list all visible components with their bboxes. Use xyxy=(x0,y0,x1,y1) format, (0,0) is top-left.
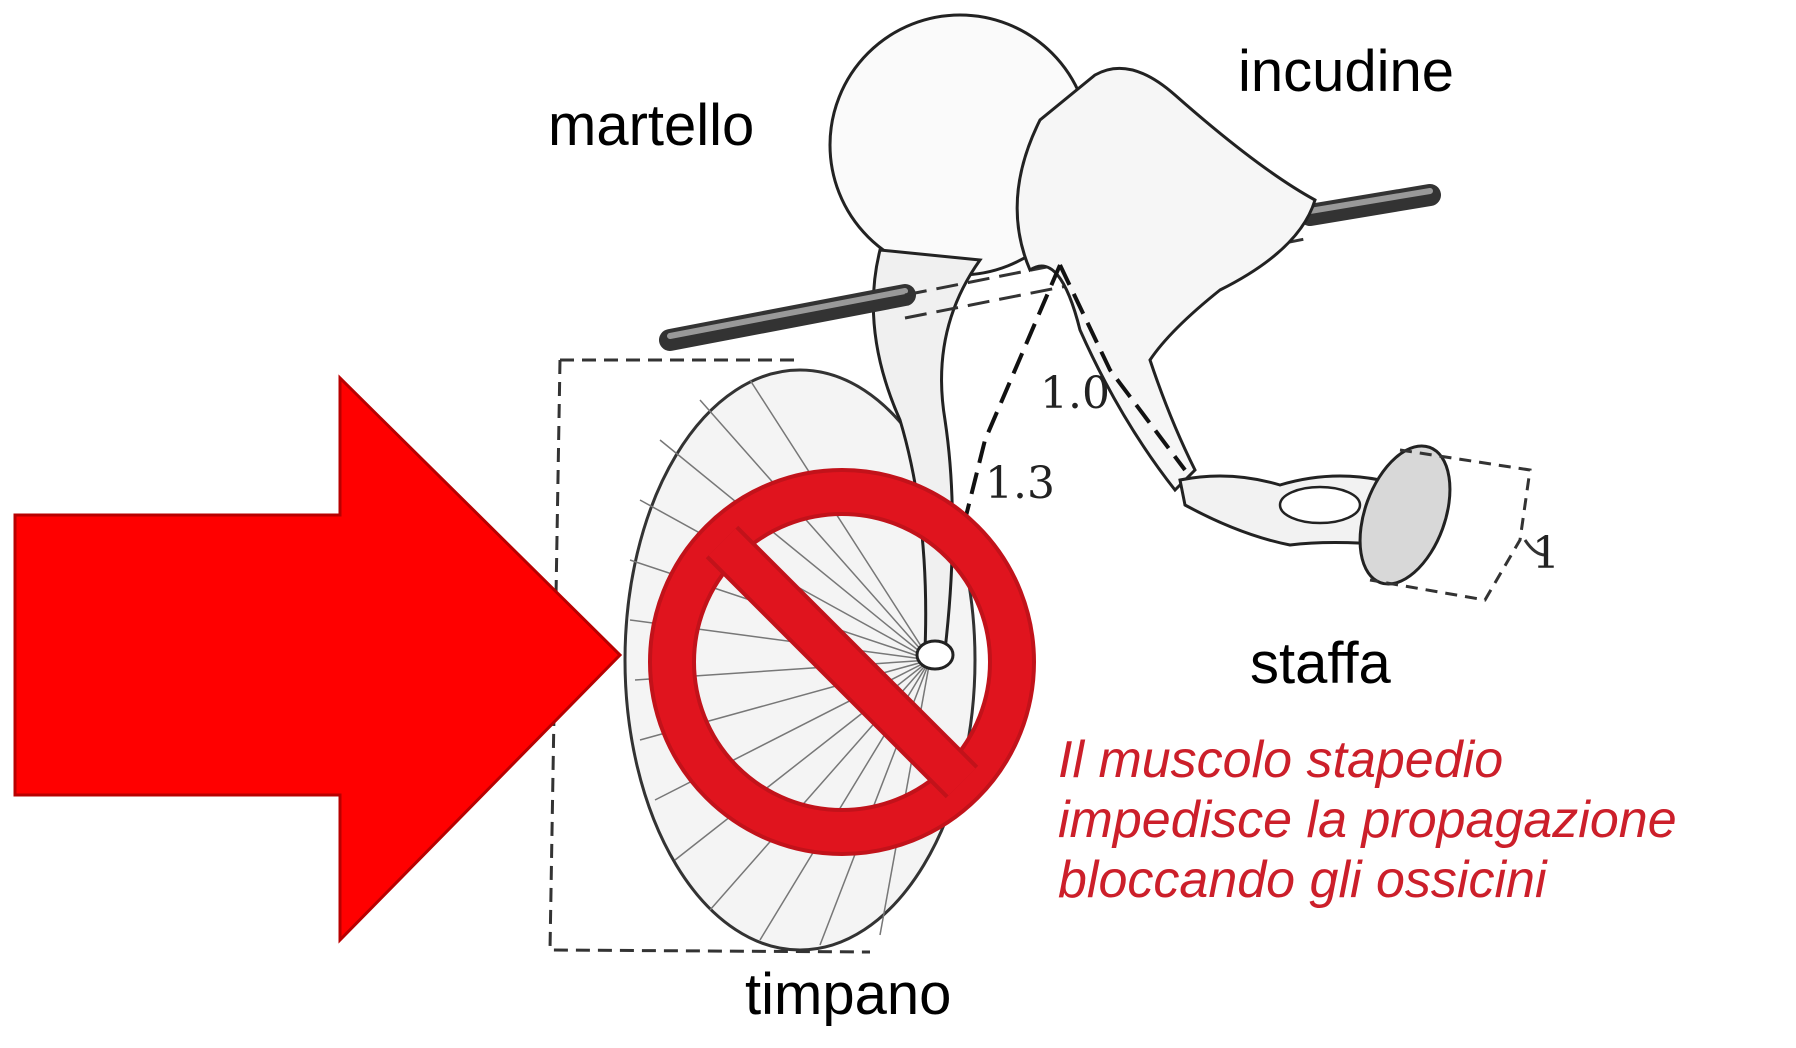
ratio-label-1-0: 1.0 xyxy=(1040,368,1110,419)
axis-rod-right xyxy=(1310,191,1430,215)
axis-rod-left xyxy=(670,291,905,340)
incus xyxy=(1017,68,1315,490)
ratio-label-1-3: 1.3 xyxy=(985,458,1055,509)
label-staffa: staffa xyxy=(1250,635,1391,693)
ratio-label-1: 1 xyxy=(1532,528,1560,579)
caption-line-2: impedisce la propagazione xyxy=(1058,790,1677,850)
right-arrow-icon xyxy=(15,378,620,940)
caption-text: Il muscolo stapedio impedisce la propaga… xyxy=(1058,730,1677,910)
caption-line-3: bloccando gli ossicini xyxy=(1058,850,1677,910)
caption-line-1: Il muscolo stapedio xyxy=(1058,730,1677,790)
stapes xyxy=(1180,434,1545,600)
label-martello: martello xyxy=(548,97,754,155)
label-timpano: timpano xyxy=(745,966,951,1024)
label-incudine: incudine xyxy=(1238,43,1454,101)
